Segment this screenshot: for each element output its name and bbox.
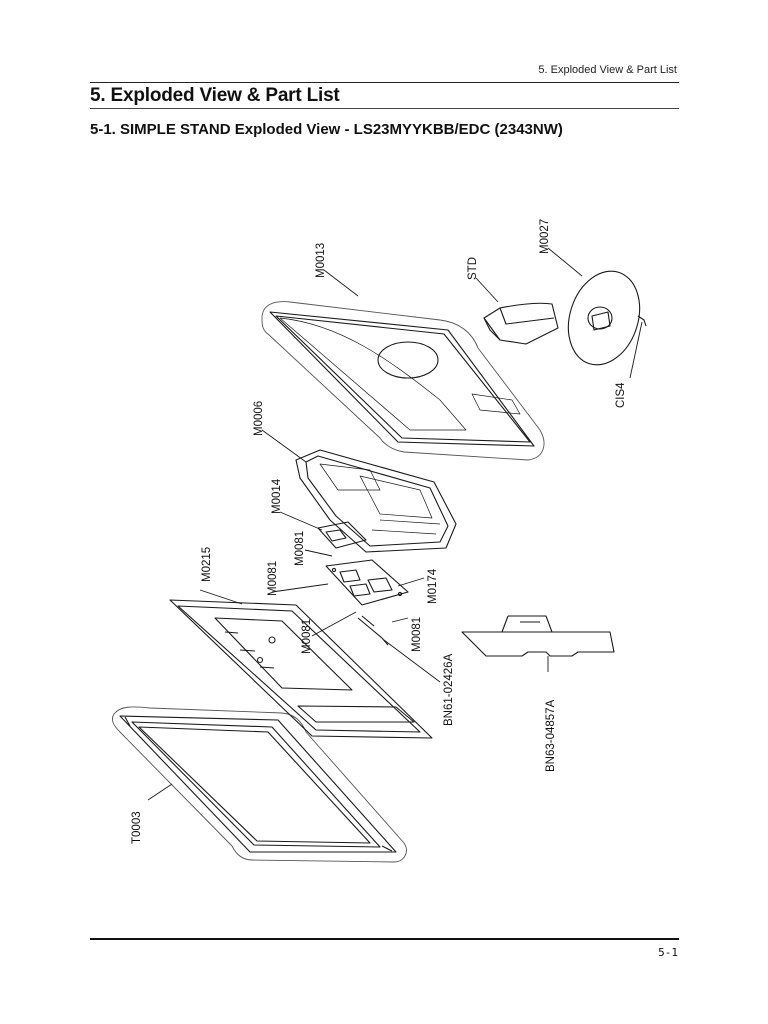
running-header: 5. Exploded View & Part List — [538, 64, 677, 76]
callout-m0215: M0215 — [201, 547, 213, 582]
callout-m0027: M0027 — [539, 219, 551, 254]
section-title: 5. Exploded View & Part List — [90, 85, 340, 106]
title-underline — [90, 108, 679, 109]
part-std-stand — [483, 302, 559, 345]
callout-m0081-a: M0081 — [294, 531, 306, 566]
part-bn61-cable — [357, 615, 389, 646]
part-m0013-rear-cover — [261, 301, 545, 461]
callout-cis4: CIS4 — [615, 382, 627, 408]
part-bn63-sheet — [461, 615, 615, 657]
callout-m0174: M0174 — [427, 568, 439, 604]
footer-rule — [90, 938, 679, 940]
part-m0027-base — [567, 270, 647, 366]
header-rule — [90, 82, 679, 83]
page-number: 5-1 — [658, 946, 678, 959]
subsection-title: 5-1. SIMPLE STAND Exploded View - LS23MY… — [90, 121, 563, 138]
part-m0014-bracket — [317, 521, 367, 549]
part-m0215-frame — [169, 599, 433, 739]
callout-m0014: M0014 — [271, 478, 283, 514]
callout-bn63: BN63-04857A — [545, 699, 557, 772]
callout-m0006: M0006 — [253, 401, 265, 436]
callout-bn61: BN61-02426A — [443, 653, 455, 726]
part-m0006-shield — [295, 449, 457, 553]
callout-std: STD — [467, 257, 479, 280]
leader-lines — [147, 247, 643, 801]
callout-m0081-b: M0081 — [267, 561, 279, 596]
callout-m0081-d: M0081 — [411, 617, 423, 652]
callout-m0081-c: M0081 — [301, 619, 313, 654]
callout-m0013: M0013 — [315, 243, 327, 278]
callout-t0003: T0003 — [131, 811, 143, 844]
part-t0003-front-bezel — [111, 706, 407, 863]
part-m0174-board — [325, 559, 409, 606]
